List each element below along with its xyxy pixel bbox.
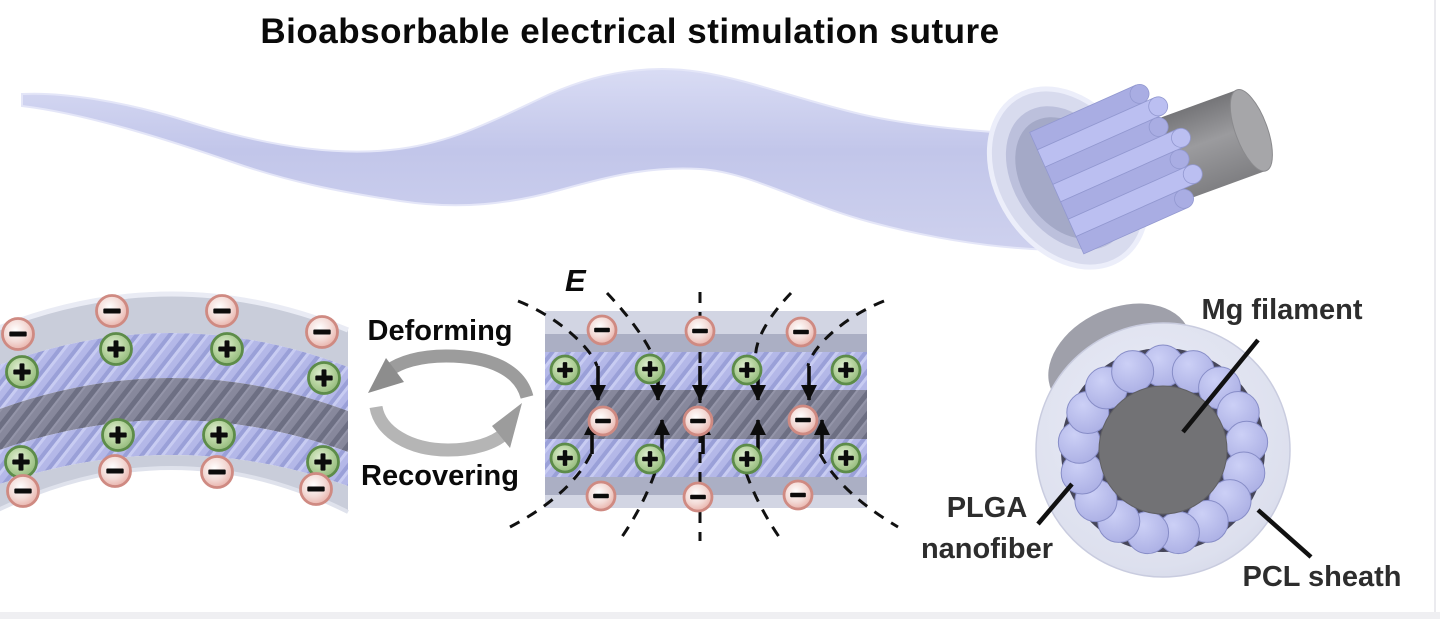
charge-minus [6,474,40,508]
mg-pointer-line [1181,338,1260,434]
pcl-pointer-line [1256,508,1313,559]
field-panel [509,291,899,542]
recovering-label: Recovering [361,460,519,492]
bent-core-layer [0,378,348,452]
charge-minus [95,294,129,328]
bent-segment-panel [0,291,349,514]
charge-minus [682,481,714,513]
fiber-strand [1036,96,1169,168]
minus-symbol [106,468,124,474]
fiber-strand [1029,83,1150,151]
charge-minus [98,454,132,488]
electric-field-label: E [565,263,586,298]
charge-minus [586,314,618,346]
minus-symbol [690,494,706,500]
pcl-sheath-label: PCL sheath [1242,561,1402,593]
charge-plus [549,354,581,386]
plga-fiber [1111,350,1155,394]
cycle-arrows-icon [368,349,534,457]
field-line [509,453,593,529]
charge-plus [549,442,581,474]
charge-plus [5,355,39,389]
minus-symbol [307,486,325,492]
charge-minus [782,479,814,511]
charge-plus [101,418,135,452]
field-panel-charges [549,314,862,513]
minus-symbol [593,493,609,499]
mg-core-face [1098,385,1228,515]
minus-symbol [790,492,806,498]
minus-symbol [14,488,32,494]
bent-sheath-top [0,294,348,367]
minus-symbol [793,329,809,335]
plga-fiber-ring [1057,344,1269,555]
charge-minus [682,405,714,437]
charge-plus [210,332,244,366]
right-edge-line [1434,0,1436,612]
minus-symbol [313,329,331,335]
charge-plus [830,354,862,386]
bent-sheath-bottom [0,455,348,512]
charge-plus [830,442,862,474]
field-fiber-layer-top [545,352,867,390]
charge-plus [202,418,236,452]
charge-minus [305,315,339,349]
charge-plus [307,361,341,395]
minus-symbol [594,327,610,333]
charge-minus [587,405,619,437]
minus-symbol [213,308,231,314]
charge-plus [306,445,340,479]
fiber-strand [1060,149,1190,220]
bent-fiber-layer-bottom [0,420,348,486]
charge-plus [731,443,763,475]
plga-pointer-line [1036,482,1074,526]
cross-section [1035,303,1313,578]
charge-plus [4,445,38,479]
minus-symbol [595,418,611,424]
fiber-strand [1075,188,1194,255]
field-fiber-layer-bottom [545,439,867,477]
charge-plus [731,354,763,386]
deforming-label: Deforming [367,315,513,347]
charge-plus [634,443,666,475]
field-line [818,453,899,529]
bent-panel-charges [1,294,341,508]
suture-body [21,67,1054,252]
charge-minus [787,404,819,436]
minus-symbol [9,331,27,337]
charge-minus [1,317,35,351]
suture-fiber-bundle [1029,83,1203,255]
plga-nanofiber-label: PLGA nanofiber [920,492,1054,565]
charge-minus [684,315,716,347]
charge-minus [585,480,617,512]
mg-filament-label: Mg filament [1201,294,1363,326]
suture-render [21,67,1273,270]
charge-minus [205,294,239,328]
charge-minus [299,472,333,506]
field-force-arrows [584,366,830,454]
bottom-border-bar [0,612,1440,619]
bent-fiber-layer-top [0,333,348,411]
minus-symbol [103,308,121,314]
charge-minus [200,455,234,489]
field-line [754,291,793,367]
figure-title: Bioabsorbable electrical stimulation sut… [260,12,1000,51]
charge-plus [99,332,133,366]
minus-symbol [692,328,708,334]
minus-symbol [690,418,706,424]
minus-symbol [795,417,811,423]
charge-minus [785,316,817,348]
minus-symbol [208,469,226,475]
charge-plus [634,353,666,385]
